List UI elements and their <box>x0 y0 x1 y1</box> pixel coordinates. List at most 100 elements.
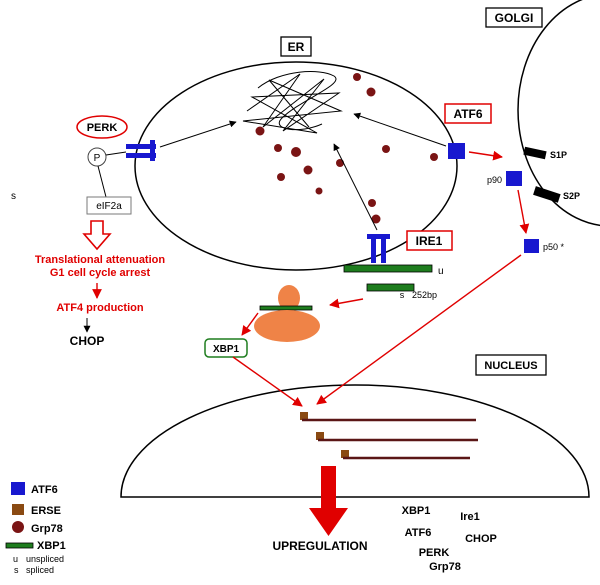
er-label-box <box>280 36 312 57</box>
gene-perk: PERK <box>419 547 450 559</box>
spliced-tag: s <box>400 290 405 300</box>
ribosome-to-xbp1-arrow <box>241 312 259 336</box>
legend-xbp1-label: XBP1 <box>37 540 66 552</box>
xbp1-mrna-spliced <box>366 283 415 292</box>
atf6-label: ATF6 <box>453 107 482 121</box>
ire1-receptor-bar <box>371 234 376 263</box>
upregulation-arrow <box>309 466 348 536</box>
attenuation-block-arrow <box>82 220 112 251</box>
legend-atf6-label: ATF6 <box>31 484 58 496</box>
ire1-sensing-arrow <box>333 143 378 231</box>
ire1-receptor-cap <box>367 234 390 239</box>
eif2a-box <box>86 196 132 215</box>
legend-u-text: unspliced <box>26 554 64 564</box>
perk-receptor-bar <box>126 153 156 158</box>
nucleus-label-box <box>475 354 547 376</box>
xbp1-to-nucleus-arrow <box>232 356 303 407</box>
grp78-dot <box>277 173 285 181</box>
s1p-protease-bar <box>523 146 547 160</box>
g1-arrest-text: G1 cell cycle arrest <box>50 267 151 279</box>
gene-ire1: Ire1 <box>460 511 480 523</box>
atf6-sensing-arrow <box>353 112 447 147</box>
ire1-label: IRE1 <box>416 234 443 248</box>
p50-label: p50 * <box>543 242 565 252</box>
translated-mrna-bar <box>259 305 313 311</box>
misfolded-protein-scribble-2 <box>257 71 337 131</box>
s1p-label: S1P <box>550 150 567 160</box>
p50-atf6-square <box>524 239 539 253</box>
erse-element-square <box>316 432 324 440</box>
misfolded-protein-scribble <box>242 73 343 134</box>
ire1-pathway: IRE1 u s 252bp XBP1 <box>204 230 453 407</box>
erse-element-square <box>341 450 349 458</box>
golgi-membrane <box>517 0 600 227</box>
grp78-dot <box>382 145 390 153</box>
nucleus-organelle: NUCLEUS <box>120 354 590 498</box>
legend-grp78-swatch <box>12 521 24 533</box>
grp78-dot <box>336 159 344 167</box>
gene-atf6: ATF6 <box>405 527 432 539</box>
legend: ATF6 ERSE Grp78 XBP1 u unspliced s splic… <box>5 482 66 575</box>
legend-erse-label: ERSE <box>31 505 61 517</box>
ire1-label-box <box>406 230 453 251</box>
atf6-protein-square <box>448 143 465 159</box>
gene-chop: CHOP <box>465 533 497 545</box>
perk-pathway: PERK P eIF2a s Translational attenuation… <box>11 115 165 348</box>
grp78-dot <box>353 73 361 81</box>
p90-to-p50-arrow <box>517 189 530 234</box>
eif2a-label: eIF2a <box>96 201 122 212</box>
phosphate-label: P <box>94 153 101 164</box>
translational-attenuation-text: Translational attenuation <box>35 254 165 266</box>
upregulation-text: UPREGULATION <box>272 539 367 553</box>
atf6-pathway: ATF6 S1P p90 S2P p50 * <box>316 103 580 405</box>
grp78-dot <box>366 87 376 97</box>
eif2a-connector <box>97 165 107 198</box>
grp78-dot <box>291 147 301 157</box>
p90-atf6-square <box>506 171 522 186</box>
ribosome-large-subunit <box>254 310 320 342</box>
legend-grp78-label: Grp78 <box>31 523 63 535</box>
perk-label: PERK <box>87 122 118 134</box>
erse-element-square <box>300 412 308 420</box>
unspliced-tag: u <box>438 266 444 277</box>
xbp1-protein-box <box>204 338 248 358</box>
fragment-252bp-label: 252bp <box>412 290 437 300</box>
p90-label: p90 <box>487 175 502 185</box>
grp78-dot <box>371 214 381 224</box>
grp78-dot <box>368 199 376 207</box>
golgi-organelle: GOLGI <box>485 0 600 227</box>
legend-u-key: u <box>13 554 18 564</box>
ire1-receptor-bar <box>381 234 386 263</box>
atf6-label-box <box>444 103 492 124</box>
grp78-dot <box>274 144 282 152</box>
golgi-label-box <box>485 7 543 28</box>
perk-sensing-arrow <box>159 120 237 148</box>
phosphate-connector <box>105 151 127 156</box>
gene-grp78: Grp78 <box>429 561 461 573</box>
grp78-dot <box>315 187 323 195</box>
perk-receptor-bar <box>126 144 156 149</box>
legend-erse-swatch <box>12 504 24 515</box>
stray-s-label: s <box>11 191 16 202</box>
spliced-to-ribosome-arrow <box>329 298 364 309</box>
ribosome-small-subunit <box>278 285 300 311</box>
gene-xbp1: XBP1 <box>402 505 431 517</box>
xbp1-label: XBP1 <box>213 344 240 355</box>
phosphate-circle <box>87 147 107 167</box>
legend-s-key: s <box>14 565 19 575</box>
s2p-label: S2P <box>563 191 580 201</box>
perk-receptor-stem <box>150 140 155 161</box>
grp78-dot <box>303 165 313 175</box>
s2p-protease-bar <box>533 186 561 203</box>
golgi-label: GOLGI <box>495 11 534 25</box>
atf6-to-golgi-arrow <box>468 150 503 161</box>
er-organelle: ER <box>134 36 458 271</box>
nucleus-label: NUCLEUS <box>484 360 537 372</box>
er-label: ER <box>288 40 305 54</box>
legend-s-text: spliced <box>26 565 54 575</box>
p50-to-nucleus-arrow <box>316 254 522 405</box>
chop-text: CHOP <box>70 334 105 348</box>
xbp1-mrna-unspliced <box>343 264 433 273</box>
